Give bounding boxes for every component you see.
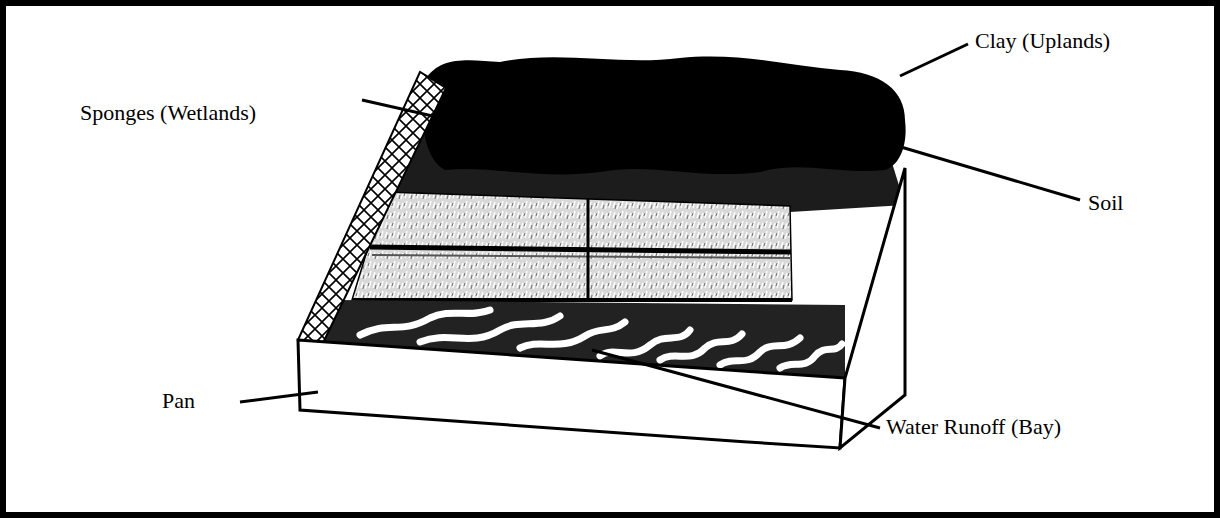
sponges-wetlands [352, 192, 792, 300]
leader-lines [240, 44, 1080, 428]
part-label: Pan [162, 388, 195, 414]
pan-front-face [298, 340, 845, 448]
clay-uplands [422, 57, 905, 175]
part-label: Soil [1088, 190, 1123, 216]
frame-border [3, 3, 1217, 515]
part-label: Water Runoff (Bay) [886, 414, 1061, 440]
pan-right-face [840, 168, 905, 448]
part-label: Sponges (Wetlands) [80, 100, 256, 126]
part-label: Clay (Uplands) [975, 28, 1110, 54]
